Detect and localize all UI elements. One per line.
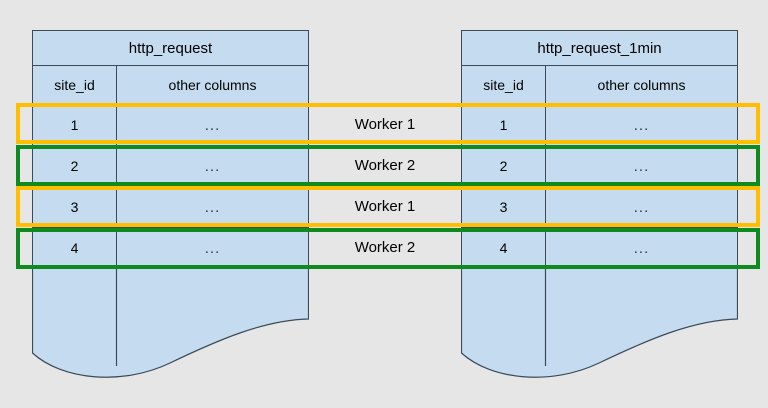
worker-label-text: Worker 2 (354, 239, 416, 256)
source-cell-site-id: 1 (33, 105, 117, 145)
worker-label-text: Worker 2 (354, 157, 416, 174)
worker-label-text: Worker 1 (354, 198, 416, 215)
source-table-title: http_request (32, 30, 309, 65)
source-header-site-id: site_id (33, 66, 117, 104)
source-table-column-headers: site_id other columns (32, 65, 309, 104)
table-row: 2 ... (461, 145, 738, 186)
source-cell-other: ... (204, 239, 221, 257)
worker-label-text: Worker 1 (354, 116, 416, 133)
table-row: 1 ... (32, 104, 309, 145)
rollup-cell-other: ... (633, 116, 650, 134)
table-row: 4 ... (32, 227, 309, 268)
table-row: 3 ... (461, 186, 738, 227)
rollup-header-other-columns: other columns (597, 77, 686, 93)
table-row: 2 ... (32, 145, 309, 186)
source-table: http_request site_id other columns 1 ...… (32, 30, 309, 378)
source-cell-other: ... (204, 198, 221, 216)
rollup-cell-other: ... (633, 157, 650, 175)
rollup-cell-other: ... (633, 239, 650, 257)
table-row: 3 ... (32, 186, 309, 227)
source-cell-site-id: 3 (33, 187, 117, 227)
source-cell-other: ... (204, 116, 221, 134)
source-cell-site-id: 2 (33, 146, 117, 186)
source-table-torn-bottom-icon (32, 268, 309, 378)
rollup-cell-other: ... (633, 198, 650, 216)
rollup-header-site-id: site_id (462, 66, 546, 104)
rollup-table-title-text: http_request_1min (537, 39, 662, 57)
table-row: 4 ... (461, 227, 738, 268)
source-table-title-text: http_request (128, 39, 213, 57)
rollup-cell-site-id: 2 (462, 146, 546, 186)
rollup-cell-site-id: 3 (462, 187, 546, 227)
source-header-other-columns: other columns (168, 77, 257, 93)
rollup-cell-site-id: 1 (462, 105, 546, 145)
worker-label-row-4: Worker 2 (309, 227, 461, 268)
worker-label-row-3: Worker 1 (309, 186, 461, 227)
rollup-table: http_request_1min site_id other columns … (461, 30, 738, 378)
worker-label-row-1: Worker 1 (309, 104, 461, 145)
rollup-table-column-headers: site_id other columns (461, 65, 738, 104)
table-row: 1 ... (461, 104, 738, 145)
worker-label-row-2: Worker 2 (309, 145, 461, 186)
rollup-table-title: http_request_1min (461, 30, 738, 65)
rollup-cell-site-id: 4 (462, 228, 546, 268)
source-cell-other: ... (204, 157, 221, 175)
rollup-table-torn-bottom-icon (461, 268, 738, 378)
source-cell-site-id: 4 (33, 228, 117, 268)
